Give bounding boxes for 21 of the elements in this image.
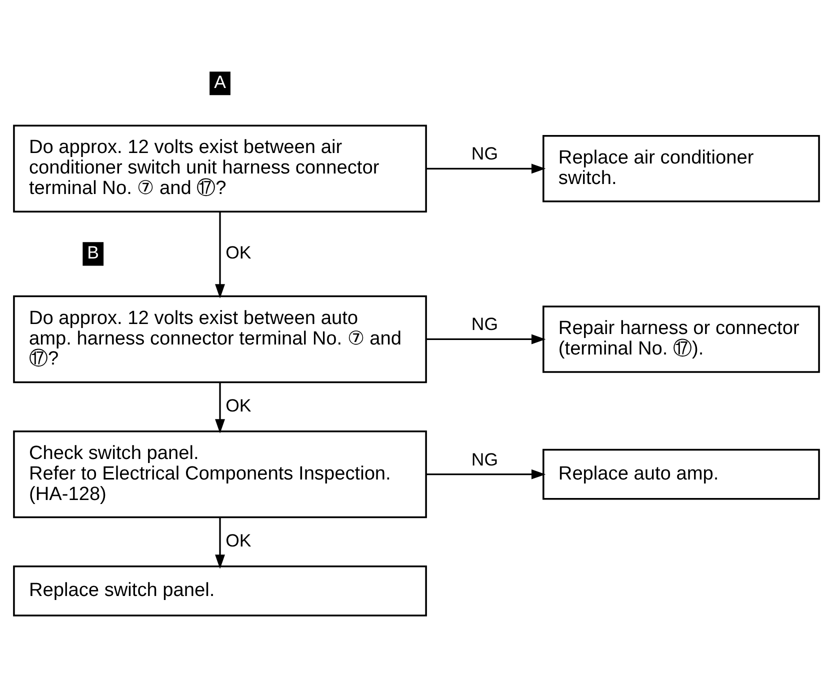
arrow — [215, 211, 225, 298]
edge-label: OK — [226, 530, 252, 550]
edge-label: OK — [226, 242, 252, 262]
edge-label: NG — [471, 314, 498, 334]
node-label: A — [214, 72, 226, 92]
node-box: Do approx. 12 volts exist between auto amp. harness connector terminal No. ⑦ and ⑰? — [13, 294, 427, 383]
edge-label: NG — [471, 448, 498, 469]
node-box: Replace air conditioner switch. — [542, 134, 820, 202]
node-box: Replace switch panel. — [13, 565, 427, 616]
arrow — [426, 468, 546, 479]
edge-label: NG — [471, 143, 498, 164]
edge-label: OK — [226, 394, 252, 415]
arrow — [426, 163, 546, 174]
node-box: Repair harness or connector (terminal No. ⑰). — [542, 305, 820, 372]
arrow — [426, 334, 546, 344]
node-box: Do approx. 12 volts exist between air conditioner switch unit harness connector terminal No. ⑦ and ⑰? — [13, 124, 427, 212]
arrow — [215, 382, 225, 433]
node-box: Replace auto amp. — [542, 448, 820, 500]
node-box: Check switch panel. Refer to Electrical Components Inspection. (HA-128) — [13, 430, 427, 518]
arrow — [215, 516, 225, 568]
node-label: B — [87, 242, 100, 262]
